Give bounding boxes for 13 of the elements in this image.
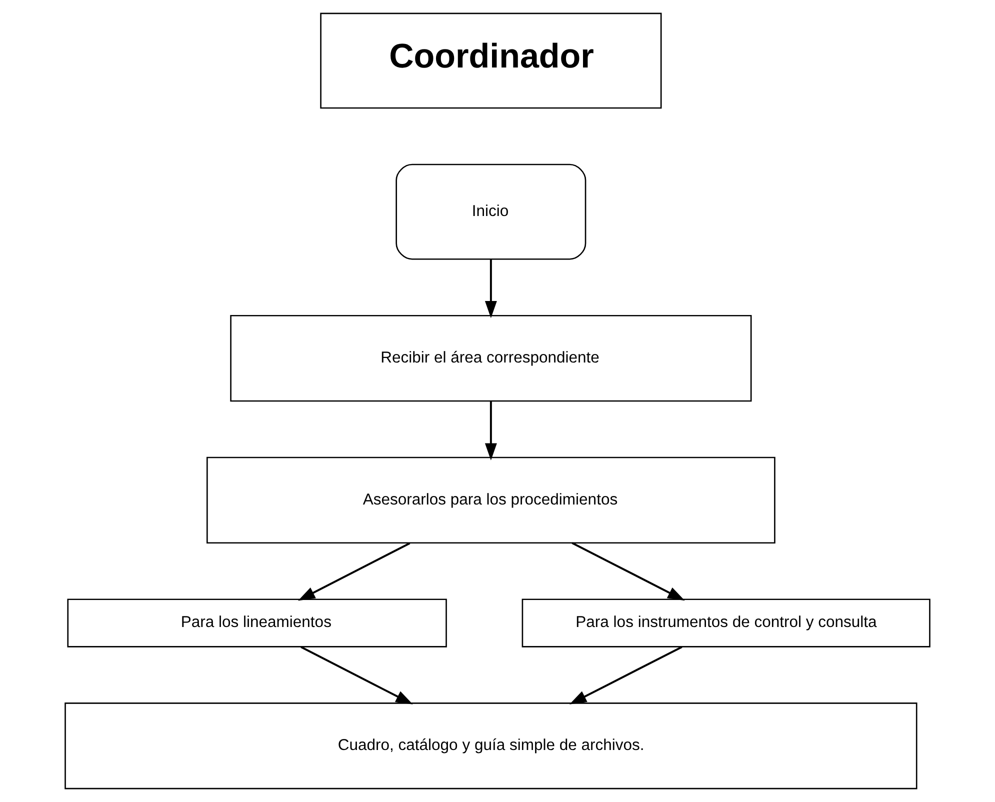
- node-box: Para los instrumentos de control y consulta: [522, 598, 930, 648]
- node-box: Cuadro, catálogo y guía simple de archivos.: [64, 702, 918, 790]
- arrow: [569, 646, 682, 704]
- arrow: [572, 542, 685, 601]
- node-box: Recibir el área correspondiente: [230, 314, 752, 402]
- arrow: [484, 401, 497, 460]
- arrow: [298, 542, 410, 601]
- arrow: [484, 259, 497, 318]
- node-box: Coordinador: [320, 12, 662, 109]
- arrow: [300, 646, 413, 704]
- node-box: Inicio: [396, 164, 586, 260]
- node-box: Para los lineamientos: [67, 598, 447, 648]
- node-box: Asesorarlos para los procedimientos: [206, 456, 776, 544]
